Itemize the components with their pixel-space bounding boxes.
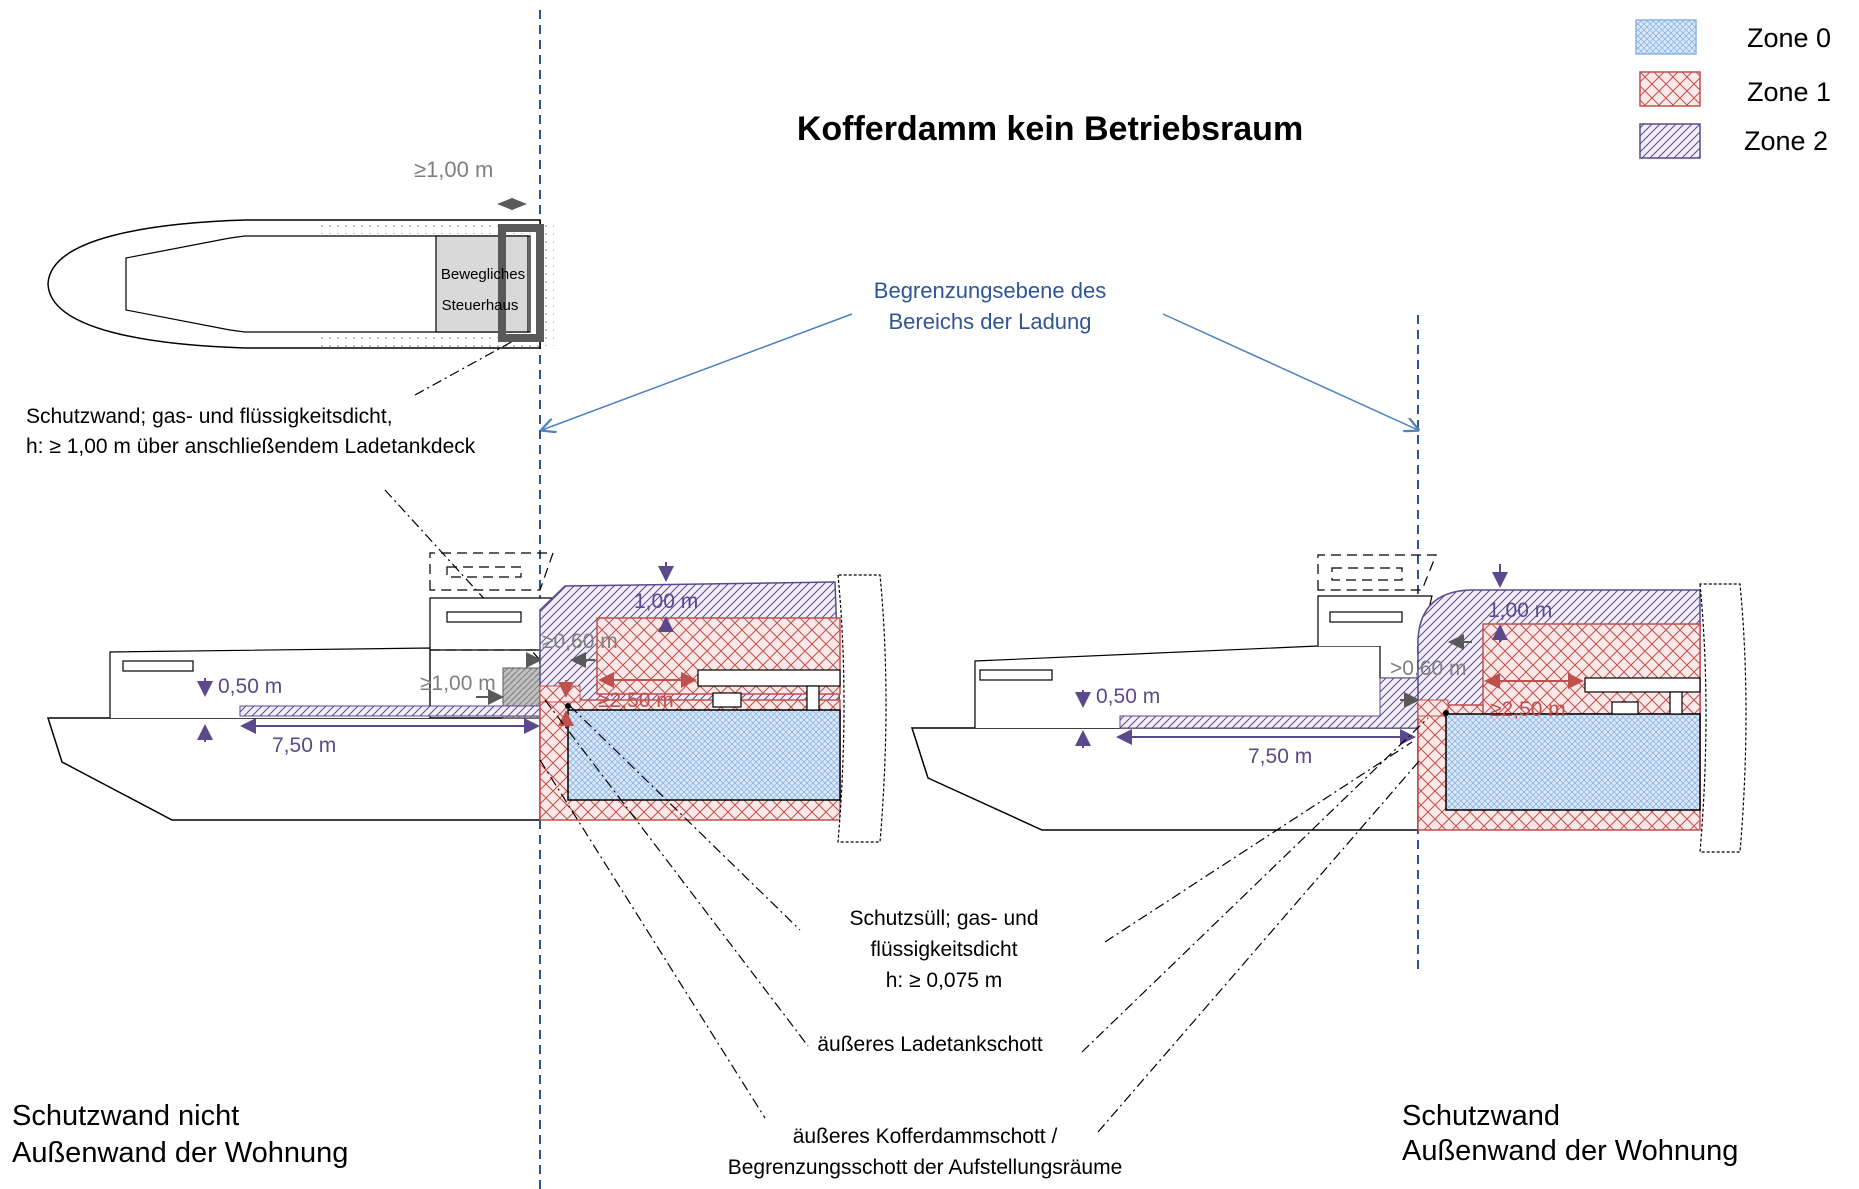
top-view-dimension-marker — [497, 198, 527, 210]
legend-label-zone0: Zone 0 — [1747, 23, 1831, 53]
right-dim-100: 1,00 m — [1488, 599, 1552, 622]
leader-lines — [539, 699, 1429, 1133]
boundary-label-1: Begrenzungsebene des — [874, 278, 1106, 303]
left-ship-side-view: 0,50 m 7,50 m ≥1,00 m ≥0,60 m 1,00 m ≥2,… — [46, 552, 887, 843]
right-cargo-tank-zone0 — [1445, 713, 1701, 811]
left-hull — [46, 717, 541, 821]
top-view-ship: Bewegliches Steuerhaus ≥1,00 m — [47, 157, 554, 349]
right-dim-050: 0,50 m — [1096, 685, 1160, 708]
leader-protective-wall-bottom — [384, 489, 541, 661]
diagram-title: Kofferdamm kein Betriebsraum — [797, 110, 1303, 148]
left-deck-zone2 — [239, 705, 541, 717]
legend-label-zone1: Zone 1 — [1747, 77, 1831, 107]
right-dim-250: ≥2,50 m — [1490, 698, 1566, 721]
legend-swatch-zone2 — [1639, 123, 1701, 159]
coaming-label-1: Schutzsüll; gas- und — [849, 907, 1038, 930]
legend-swatch-zone0 — [1635, 19, 1697, 55]
left-dim-050: 0,50 m — [218, 675, 282, 698]
left-cargo-tank-zone0 — [567, 709, 841, 801]
left-dim-750: 7,50 m — [272, 734, 336, 757]
boundary-label-2: Bereichs der Ladung — [888, 309, 1091, 334]
right-dim-060: >0,60 m — [1390, 657, 1466, 680]
outer-cargo-bulkhead-label: äußeres Ladetankschott — [817, 1033, 1042, 1056]
legend-label-zone2: Zone 2 — [1744, 126, 1828, 156]
right-dim-750: 7,50 m — [1248, 745, 1312, 768]
leader-protective-wall-top — [414, 339, 516, 396]
cofferdam-label-1: äußeres Kofferdammschott / — [793, 1125, 1058, 1148]
boundary-arrow-right — [1162, 313, 1418, 430]
left-dim-100: 1,00 m — [634, 590, 698, 613]
legend-swatch-zone1 — [1639, 71, 1701, 107]
caption-left-2: Außenwand der Wohnung — [12, 1137, 348, 1169]
caption-left-1: Schutzwand nicht — [12, 1100, 239, 1132]
caption-right-2: Außenwand der Wohnung — [1402, 1135, 1738, 1167]
wheelhouse-label-1: Bewegliches — [441, 266, 525, 283]
left-dim-250: ≥2,50 m — [598, 689, 674, 712]
protective-wall-label-1: Schutzwand; gas- und flüssigkeitsdicht, — [26, 405, 393, 428]
boundary-arrow-left — [542, 313, 853, 430]
left-dim-060: ≥0,60 m — [542, 630, 618, 653]
wheelhouse — [435, 235, 529, 333]
protective-wall-label-2: h: ≥ 1,00 m über anschließendem Ladetank… — [26, 435, 476, 458]
top-view-dimension: ≥1,00 m — [414, 157, 493, 182]
caption-right-1: Schutzwand — [1402, 1100, 1560, 1132]
cofferdam-label-2: Begrenzungsschott der Aufstellungsräume — [728, 1156, 1123, 1179]
right-hull — [910, 727, 1419, 831]
coaming-label-2: flüssigkeitsdicht — [870, 938, 1017, 961]
wheelhouse-label-2: Steuerhaus — [442, 297, 519, 314]
coaming-label-3: h: ≥ 0,075 m — [886, 969, 1003, 992]
legend: Zone 0 Zone 1 Zone 2 — [1635, 19, 1831, 159]
left-dim-100-wall: ≥1,00 m — [420, 672, 496, 695]
right-ship-side-view: 0,50 m 7,50 m >0,60 m 1,00 m ≥2,50 m — [910, 554, 1747, 853]
